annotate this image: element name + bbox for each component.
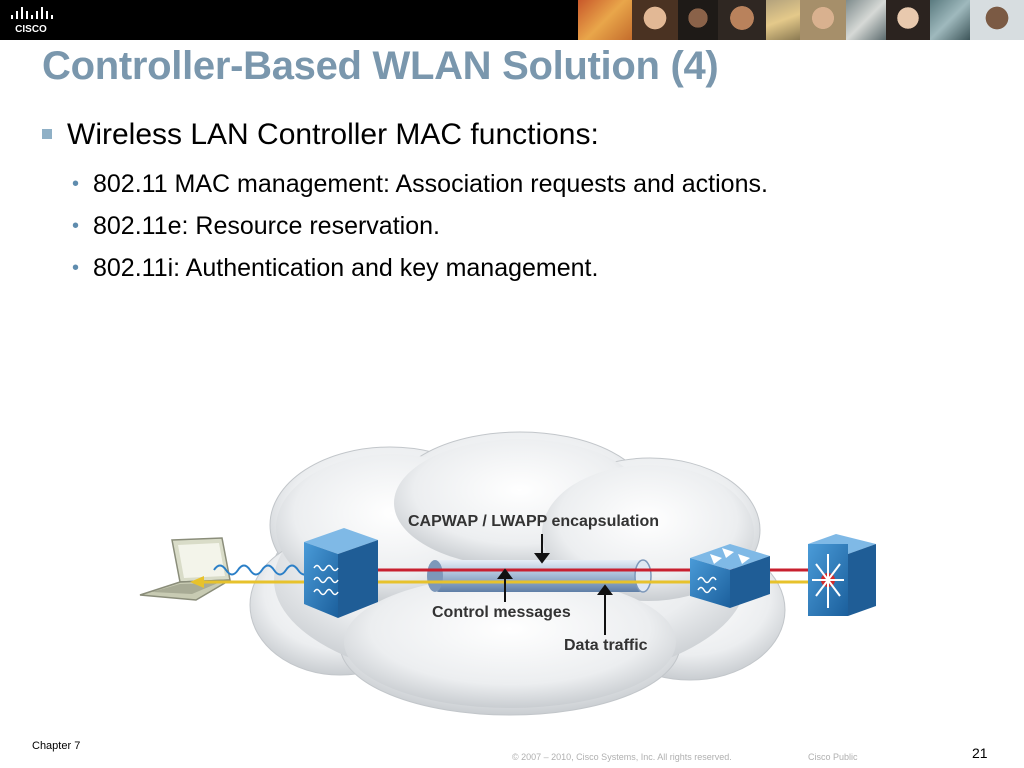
sub-bullet: • 802.11e: Resource reservation.	[72, 212, 440, 241]
dot-bullet-icon: •	[72, 215, 93, 238]
laptop-icon	[140, 538, 230, 600]
wlan-diagram: CAPWAP / LWAPP encapsulation Control mes…	[130, 430, 890, 730]
diagram-graphic	[130, 430, 890, 730]
sub-bullet: • 802.11i: Authentication and key manage…	[72, 254, 598, 283]
banner-photo	[930, 0, 970, 40]
photo-strip	[578, 0, 1024, 40]
banner-photo	[846, 0, 886, 40]
banner-photo	[800, 0, 846, 40]
slide-title: Controller-Based WLAN Solution (4)	[42, 44, 718, 89]
svg-text:CISCO: CISCO	[15, 24, 47, 35]
banner-photo	[632, 0, 678, 40]
main-bullet-text: Wireless LAN Controller MAC functions:	[67, 118, 599, 152]
capwap-tunnel	[427, 560, 651, 592]
dot-bullet-icon: •	[72, 173, 93, 196]
square-bullet-icon	[42, 129, 52, 139]
main-bullet: Wireless LAN Controller MAC functions:	[42, 118, 599, 152]
access-point-icon	[304, 528, 378, 618]
cisco-logo: CISCO	[6, 4, 64, 36]
sub-bullet-text: 802.11e: Resource reservation.	[93, 212, 440, 241]
layer3-switch-icon	[808, 534, 876, 616]
banner-photo	[578, 0, 632, 40]
banner-photo	[886, 0, 930, 40]
page-number: 21	[972, 745, 988, 761]
sub-bullet: • 802.11 MAC management: Association req…	[72, 170, 768, 199]
banner-photo	[718, 0, 766, 40]
classification-text: Cisco Public	[808, 752, 858, 762]
dot-bullet-icon: •	[72, 257, 93, 280]
chapter-label: Chapter 7	[32, 740, 80, 752]
banner-photo	[970, 0, 1024, 40]
sub-bullet-text: 802.11 MAC management: Association reque…	[93, 170, 768, 199]
banner-photo	[678, 0, 718, 40]
sub-bullet-text: 802.11i: Authentication and key manageme…	[93, 254, 598, 283]
copyright-text: © 2007 – 2010, Cisco Systems, Inc. All r…	[512, 752, 732, 762]
banner-photo	[766, 0, 800, 40]
capwap-label: CAPWAP / LWAPP encapsulation	[408, 513, 659, 531]
control-messages-label: Control messages	[432, 604, 571, 622]
data-traffic-label: Data traffic	[564, 637, 648, 655]
top-banner: CISCO	[0, 0, 1024, 40]
